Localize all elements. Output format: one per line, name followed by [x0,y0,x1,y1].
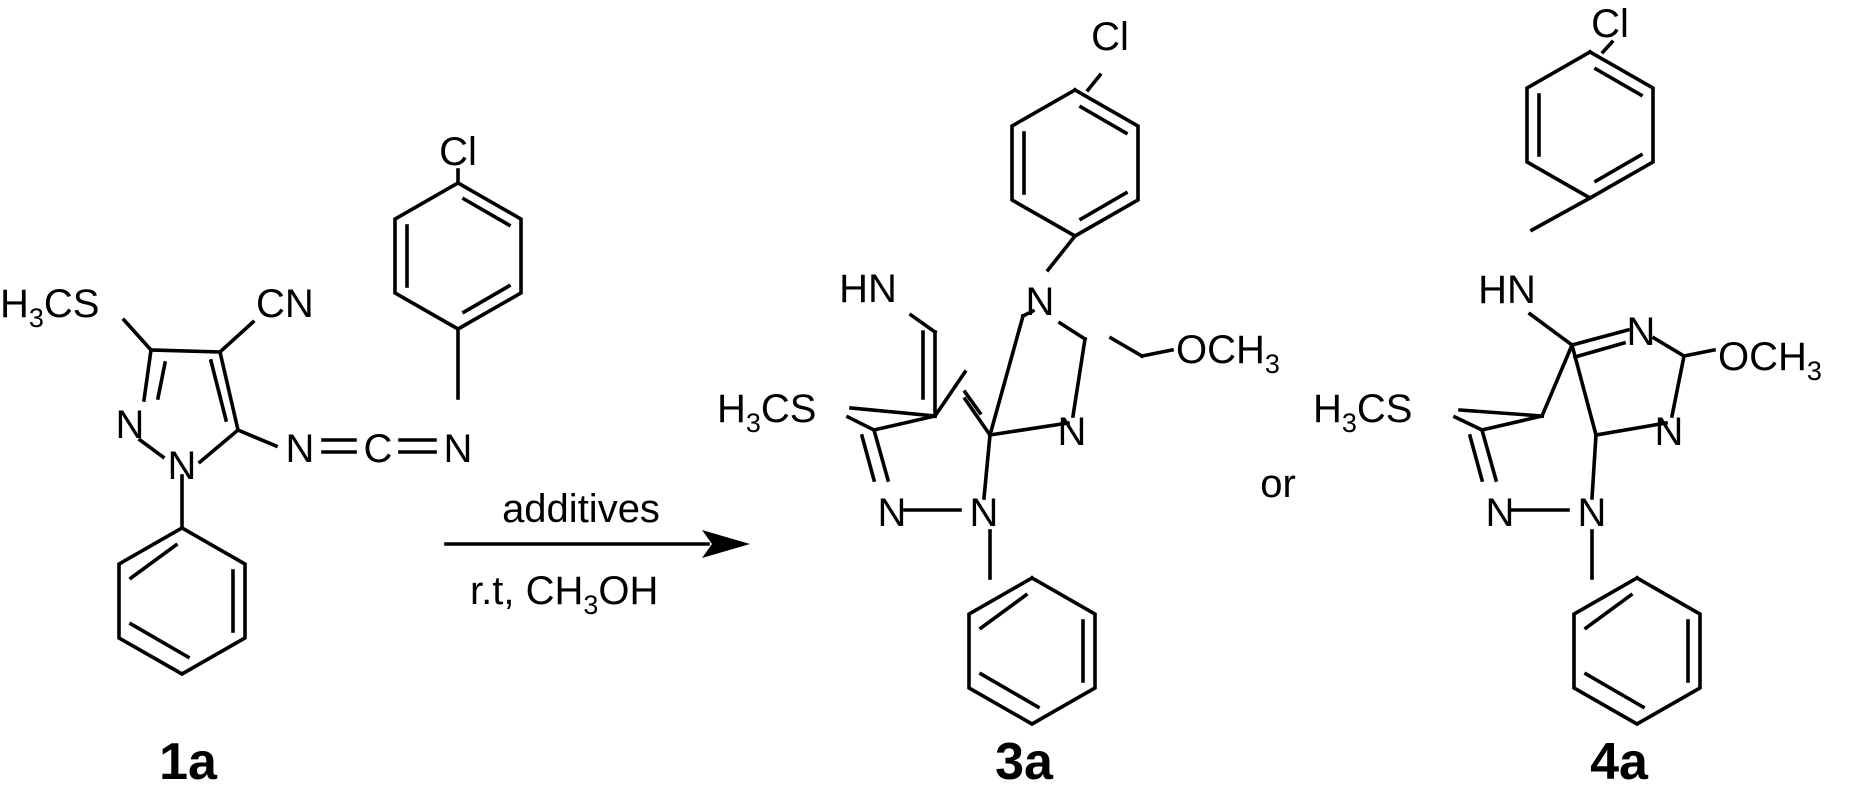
chlorophenyl-ring-1a [393,168,523,400]
methoxy-bond-4a [1681,347,1717,359]
phenyl-ring-4a [1572,575,1702,727]
pyrazole-ring-1a [121,317,279,530]
amine-bond-4a [1527,311,1575,348]
nitrogen-atom-n5-4a: N [1627,310,1656,354]
methoxy-group-3a: OCH3 [1176,328,1280,379]
nitrogen-atom-carbodiimide-pyrazole: N [286,427,315,471]
phenyl-ring-1a [117,525,247,677]
nitrogen-atom-n2-4a: N [1486,491,1515,535]
product-4a: Cl HN N N N N H3CS OCH3 [1313,2,1822,788]
condition-solvent: r.t, CH3OH [470,569,658,620]
methoxy-group-4a: OCH3 [1718,335,1822,386]
nitrogen-atom-n1-1a: N [168,444,197,488]
product-3a: Cl N N HN N N H3CS [717,15,1280,788]
pyrazole-ring-4a [1452,413,1598,580]
pyrimidine-ring-4a [1458,327,1687,438]
chlorine-atom-3a: Cl [1091,15,1129,59]
methylthio-group-1a: H3CS [0,282,100,333]
compound-label-4a: 4a [1590,733,1649,788]
nitrile-group-1a: CN [256,282,314,326]
chlorine-atom-4a: Cl [1591,2,1629,46]
nitrogen-atom-n5-3a: N [1026,280,1055,324]
nitrogen-atom-n7-3a: N [1058,410,1087,454]
nitrogen-atom-n7-4a: N [1655,410,1684,454]
nitrogen-atom-n2-1a: N [116,403,145,447]
nitrogen-atom-n1-3a: N [970,491,999,535]
methylthio-group-4a: H3CS [1313,387,1413,438]
chlorine-atom-1a: Cl [439,130,477,174]
methylthio-group-3a: H3CS [717,387,817,438]
compound-label-1a: 1a [159,733,218,788]
or-connector: or [1260,462,1296,506]
nitrogen-atom-carbodiimide-aryl: N [444,427,473,471]
chlorophenyl-ring-4a [1525,39,1655,233]
compound-label-3a: 3a [995,733,1054,788]
nitrogen-atom-n1-4a: N [1578,491,1607,535]
imine-nh-group-3a: HN [839,267,897,311]
reaction-arrow [444,530,750,558]
pyrazole-ring-3a [845,413,992,580]
arrow-head-icon [702,530,750,558]
methoxy-bond-3a [1139,347,1175,359]
phenyl-ring-3a [967,575,1097,727]
reactant-1a: Cl N C N N N CN H3CS [0,130,523,788]
amine-nh-group-4a: HN [1478,268,1536,312]
pyrimidine-ring-3a [849,308,1145,438]
nitrogen-atom-n2-3a: N [878,491,907,535]
chlorophenyl-ring-3a [1010,72,1140,273]
carbon-atom-carbodiimide: C [364,427,393,471]
condition-additives: additives [502,487,660,531]
